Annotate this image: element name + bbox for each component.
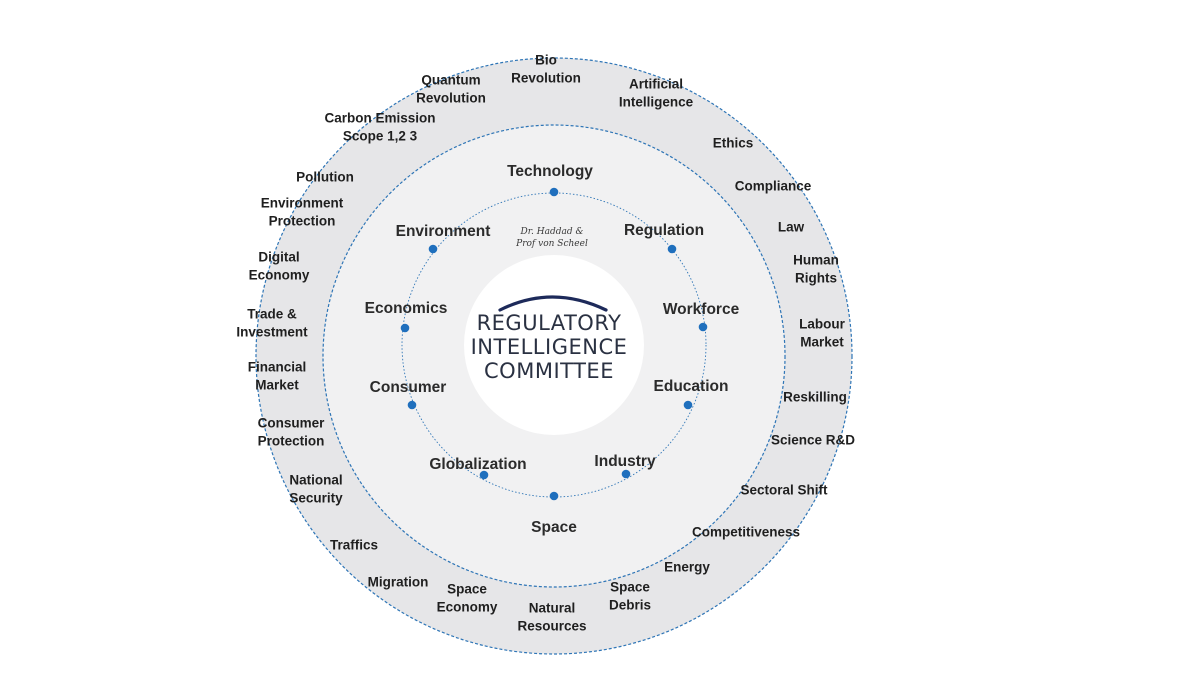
node-space	[549, 491, 559, 501]
outer-label-line: Market	[800, 335, 844, 350]
outer-label-line: Space	[447, 582, 487, 597]
outer-label-law: Law	[778, 220, 805, 235]
signature: Dr. Haddad & Prof von Scheel	[515, 227, 588, 249]
outer-label-line: Trade &	[247, 307, 297, 322]
node-economics	[400, 323, 410, 333]
node-technology	[549, 187, 559, 197]
inner-label-environment: Environment	[396, 223, 491, 240]
outer-label-line: Science R&D	[771, 433, 855, 448]
outer-label-line: Energy	[664, 560, 710, 575]
outer-label-line: Labour	[799, 317, 845, 332]
outer-label-line: Economy	[437, 600, 498, 615]
outer-label-line: Scope 1,2 3	[343, 129, 418, 144]
outer-label-line: Intelligence	[619, 95, 694, 110]
outer-label-line: Rights	[795, 271, 837, 286]
outer-label-line: Digital	[258, 250, 299, 265]
outer-label-trade-investment: Trade & Investment	[236, 307, 308, 340]
outer-label-line: Space	[610, 580, 650, 595]
inner-label-education: Education	[654, 378, 729, 395]
outer-label-line: Economy	[249, 268, 310, 283]
outer-label-line: Artificial	[629, 77, 683, 92]
signature-line-1: Dr. Haddad &	[520, 227, 584, 237]
outer-label-line: Resources	[517, 619, 586, 634]
inner-label-economics: Economics	[365, 300, 448, 317]
node-workforce	[698, 322, 708, 332]
center-title: REGULATORY INTELLIGENCE COMMITTEE	[471, 311, 628, 383]
signature-line-2: Prof von Scheel	[515, 239, 588, 249]
center-disc	[464, 255, 644, 435]
node-regulation	[667, 244, 677, 254]
outer-label-line: Traffics	[330, 538, 378, 553]
inner-label-consumer: Consumer	[370, 379, 447, 396]
outer-label-line: Market	[255, 378, 299, 393]
node-industry	[621, 469, 631, 479]
inner-label-globalization: Globalization	[429, 456, 526, 473]
outer-label-reskilling: Reskilling	[783, 390, 847, 405]
outer-label-line: Compliance	[735, 179, 812, 194]
outer-label-line: Natural	[529, 601, 576, 616]
node-environment	[428, 244, 438, 254]
outer-label-ethics: Ethics	[713, 136, 754, 151]
node-globalization	[479, 470, 489, 480]
outer-label-line: Security	[289, 491, 343, 506]
node-consumer	[407, 400, 417, 410]
inner-label-workforce: Workforce	[663, 301, 740, 318]
outer-label-line: Bio	[535, 53, 557, 68]
outer-label-line: Migration	[368, 575, 429, 590]
outer-label-line: Pollution	[296, 170, 354, 185]
outer-label-line: Human	[793, 253, 839, 268]
outer-label-line: Revolution	[416, 91, 486, 106]
logo-arc-icon	[498, 295, 608, 312]
outer-label-line: Consumer	[258, 416, 326, 431]
outer-label-line: Ethics	[713, 136, 754, 151]
outer-label-line: Environment	[261, 196, 344, 211]
center-line-2: INTELLIGENCE	[471, 335, 628, 359]
inner-label-technology: Technology	[507, 163, 593, 180]
inner-label-regulation: Regulation	[624, 222, 704, 239]
outer-label-line: Protection	[269, 214, 336, 229]
outer-label-compliance: Compliance	[735, 179, 812, 194]
outer-label-line: Sectoral Shift	[740, 483, 828, 498]
outer-label-traffics: Traffics	[330, 538, 378, 553]
center-line-3: COMMITTEE	[484, 359, 614, 383]
node-education	[683, 400, 693, 410]
inner-label-space: Space	[531, 519, 577, 536]
outer-label-science-r-d: Science R&D	[771, 433, 855, 448]
center-line-1: REGULATORY	[477, 311, 622, 335]
outer-label-line: Law	[778, 220, 805, 235]
outer-label-competitiveness: Competitiveness	[692, 525, 800, 540]
outer-label-line: Revolution	[511, 71, 581, 86]
outer-label-migration: Migration	[368, 575, 429, 590]
outer-label-line: Carbon Emission	[324, 111, 435, 126]
outer-label-line: Reskilling	[783, 390, 847, 405]
outer-label-sectoral-shift: Sectoral Shift	[740, 483, 828, 498]
outer-label-line: Financial	[248, 360, 307, 375]
outer-label-line: National	[289, 473, 342, 488]
outer-label-line: Debris	[609, 598, 651, 613]
outer-label-line: Investment	[236, 325, 308, 340]
outer-label-line: Protection	[258, 434, 325, 449]
outer-label-energy: Energy	[664, 560, 710, 575]
outer-label-pollution: Pollution	[296, 170, 354, 185]
outer-label-line: Quantum	[421, 73, 480, 88]
inner-label-industry: Industry	[594, 453, 656, 470]
outer-label-line: Competitiveness	[692, 525, 800, 540]
